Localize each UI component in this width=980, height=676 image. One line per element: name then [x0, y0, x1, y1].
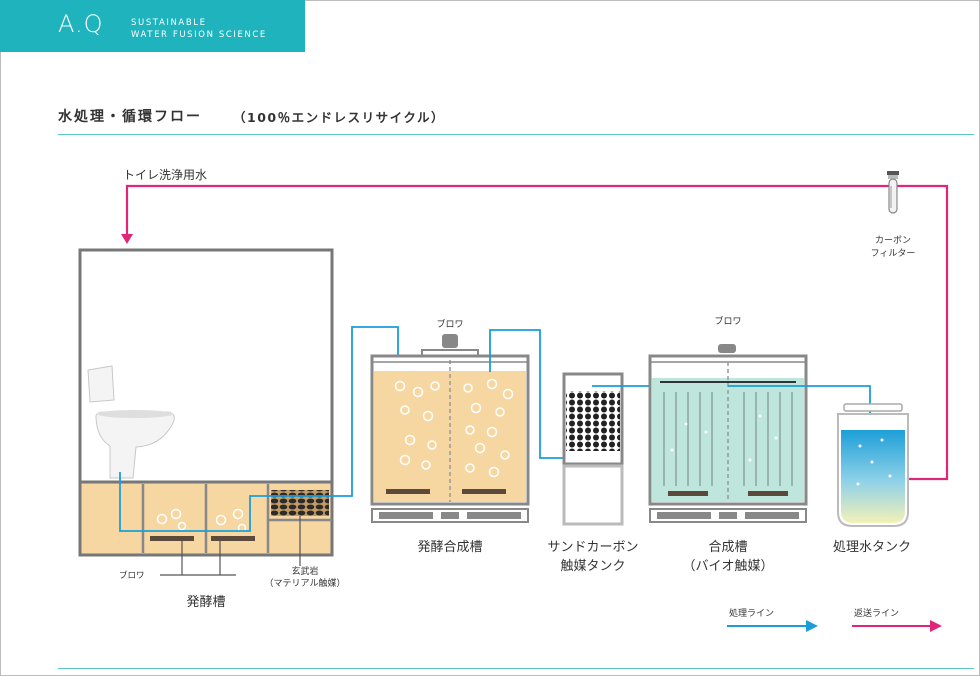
brand-tagline: SUSTAINABLE WATER FUSION SCIENCE [131, 17, 267, 41]
treated-water-tank [837, 403, 909, 527]
process-line-synthesis [489, 329, 572, 459]
blower-label-b: ブロワ [436, 318, 463, 330]
return-line [121, 184, 949, 481]
toilet-water-label: トイレ洗浄用水 [123, 168, 207, 182]
sand-carbon-label-2: 触媒タンク [560, 559, 625, 574]
fermentation-synthesis-tank-label: 発酵合成槽 [417, 540, 482, 555]
process-line-fermentation [119, 326, 399, 532]
carbon-filter-label-1: カーボン [875, 235, 911, 246]
basalt-label-1: 玄武岩 [291, 565, 318, 577]
brand-header: A.Q SUSTAINABLE WATER FUSION SCIENCE [0, 0, 305, 52]
basalt-media [271, 490, 329, 516]
blower-leaders [160, 516, 301, 576]
fermentation-tank [78, 480, 334, 557]
toilet-icon [87, 365, 175, 479]
synthesis-tank-label-1: 合成槽 [708, 540, 747, 555]
legend-process-label: 処理ライン [729, 607, 774, 619]
legend-return-label: 返送ライン [854, 607, 899, 619]
basalt-label-2: （マテリアル触媒） [265, 577, 346, 589]
synthesis-tank-label-2: （バイオ触媒） [682, 559, 773, 574]
carbon-filter-label-2: フィルター [871, 248, 916, 259]
legend [727, 620, 942, 632]
treated-water-tank-label: 処理水タンク [833, 540, 911, 555]
footer-rule [58, 668, 974, 669]
carbon-filter-icon [887, 171, 899, 214]
title-rule [58, 134, 974, 135]
brand-logo: A.Q [58, 10, 104, 38]
tagline-line-1: SUSTAINABLE [131, 18, 207, 28]
sand-carbon-tank [562, 372, 624, 526]
page-title: 水処理・循環フロー [58, 109, 202, 125]
synthesis-tank [648, 344, 808, 523]
fermentation-synthesis-tank [370, 334, 530, 523]
fermentation-tank-label: 発酵槽 [186, 595, 225, 610]
page-subtitle: （100％エンドレスリサイクル） [233, 110, 445, 125]
tagline-line-2: WATER FUSION SCIENCE [131, 30, 267, 40]
sand-carbon-label-1: サンドカーボン [547, 540, 638, 555]
blower-label-c: ブロワ [714, 315, 741, 327]
blower-label-a: ブロワ [119, 570, 145, 581]
